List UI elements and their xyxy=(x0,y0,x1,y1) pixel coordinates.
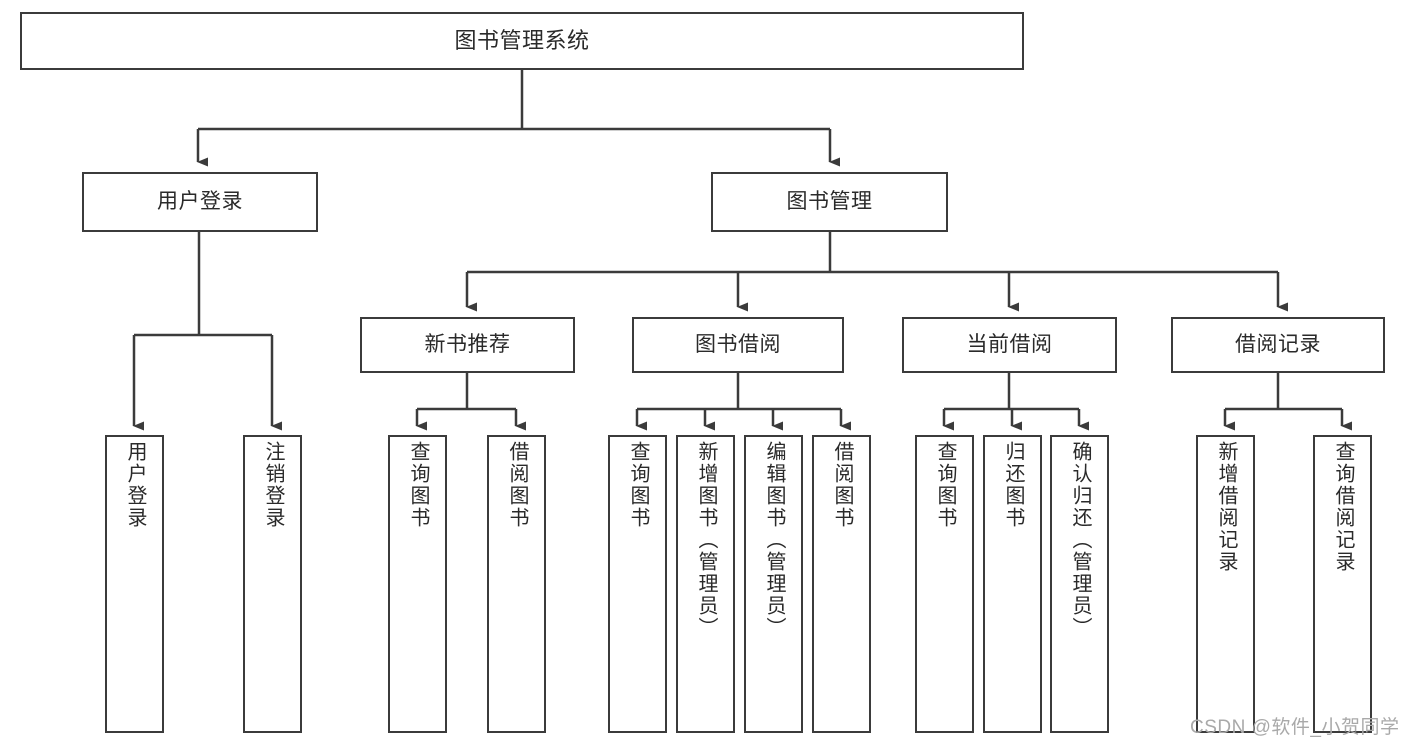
node-book-management[interactable]: 图书管理 xyxy=(711,172,948,232)
node-label: 查询图书 xyxy=(407,441,429,529)
node-label: 借阅记录 xyxy=(1235,332,1321,356)
leaf-borrow-add-book-admin[interactable]: 新增图书（管理员） xyxy=(676,435,735,733)
leaf-borrow-edit-book-admin[interactable]: 编辑图书（管理员） xyxy=(744,435,803,733)
node-label: 归还图书 xyxy=(1002,441,1024,529)
leaf-current-confirm-return-admin[interactable]: 确认归还（管理员） xyxy=(1050,435,1109,733)
leaf-new-book-query[interactable]: 查询图书 xyxy=(388,435,447,733)
node-user-login[interactable]: 用户登录 xyxy=(82,172,318,232)
leaf-current-query-book[interactable]: 查询图书 xyxy=(915,435,974,733)
node-label: 图书借阅 xyxy=(695,332,781,356)
node-label: 图书管理系统 xyxy=(454,28,590,54)
node-label: 新增图书（管理员） xyxy=(695,441,717,639)
leaf-user-login-login[interactable]: 用户登录 xyxy=(105,435,164,733)
node-label: 查询图书 xyxy=(934,441,956,529)
node-label: 用户登录 xyxy=(157,189,243,213)
leaf-record-add-record[interactable]: 新增借阅记录 xyxy=(1196,435,1255,733)
node-current-borrow[interactable]: 当前借阅 xyxy=(902,317,1117,373)
leaf-new-book-borrow[interactable]: 借阅图书 xyxy=(487,435,546,733)
node-new-book-recommend[interactable]: 新书推荐 xyxy=(360,317,575,373)
node-label: 当前借阅 xyxy=(966,332,1053,356)
node-label: 查询图书 xyxy=(627,441,649,529)
csdn-watermark: CSDN @软件_小贺同学 xyxy=(1190,717,1400,738)
leaf-current-return-book[interactable]: 归还图书 xyxy=(983,435,1042,733)
leaf-user-login-logout[interactable]: 注销登录 xyxy=(243,435,302,733)
node-label: 借阅图书 xyxy=(831,441,853,529)
node-label: 查询借阅记录 xyxy=(1332,441,1354,573)
node-root-book-management-system[interactable]: 图书管理系统 xyxy=(20,12,1024,70)
leaf-record-query-record[interactable]: 查询借阅记录 xyxy=(1313,435,1372,733)
node-label: 新增借阅记录 xyxy=(1215,441,1237,573)
node-book-borrow[interactable]: 图书借阅 xyxy=(632,317,844,373)
node-label: 编辑图书（管理员） xyxy=(763,441,785,639)
node-label: 新书推荐 xyxy=(424,332,511,356)
node-label: 确认归还（管理员） xyxy=(1069,441,1091,639)
node-label: 注销登录 xyxy=(262,441,284,529)
leaf-borrow-borrow-book[interactable]: 借阅图书 xyxy=(812,435,871,733)
leaf-borrow-query-book[interactable]: 查询图书 xyxy=(608,435,667,733)
node-label: 借阅图书 xyxy=(506,441,528,529)
node-borrow-record[interactable]: 借阅记录 xyxy=(1171,317,1385,373)
node-label: 用户登录 xyxy=(124,441,146,529)
node-label: 图书管理 xyxy=(786,189,873,213)
